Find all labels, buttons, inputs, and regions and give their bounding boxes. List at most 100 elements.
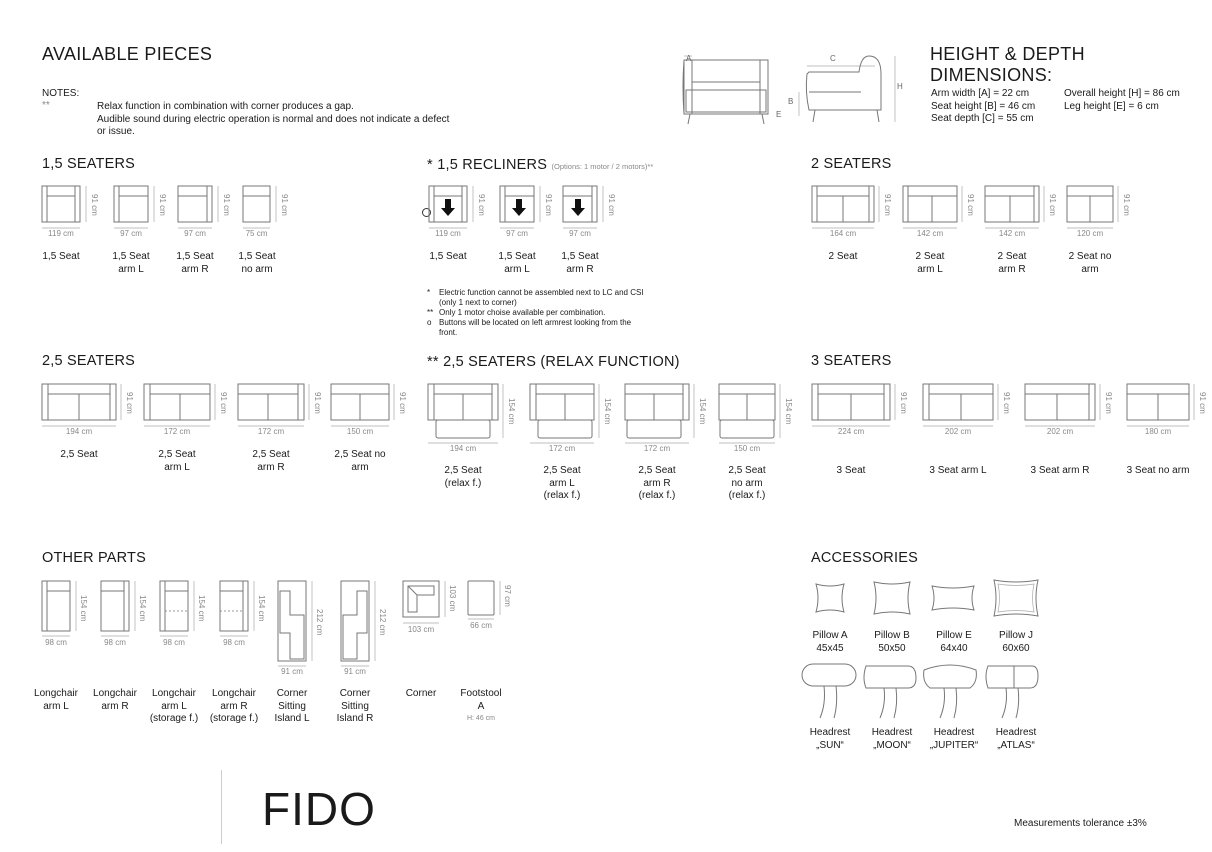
height-dim: 91 cm xyxy=(219,392,228,414)
dim-letter-h: H xyxy=(897,82,903,91)
width-dim: 98 cm xyxy=(223,638,245,647)
width-dim: 172 cm xyxy=(163,427,191,436)
width-dim: 194 cm xyxy=(449,444,477,453)
width-dim: 142 cm xyxy=(916,229,944,238)
headrest-atlas-icon xyxy=(985,665,1039,719)
dim-letter-e: E xyxy=(776,110,782,119)
sofa-drawing xyxy=(340,580,376,667)
sofa-drawing xyxy=(811,185,880,229)
sofa-drawing xyxy=(427,383,504,444)
height-dim: 91 cm xyxy=(158,194,167,216)
options-marker: ** xyxy=(647,162,654,171)
height-dim: 154 cm xyxy=(197,595,206,622)
footnote: front. xyxy=(439,328,458,337)
pillows-drawing xyxy=(815,579,1039,617)
footnote: (only 1 next to corner) xyxy=(439,298,517,307)
headrest-moon-icon xyxy=(863,665,917,719)
dimensions-right: Overall height [H] = 86 cm Leg height [E… xyxy=(1064,88,1180,113)
height-dim: 212 cm xyxy=(315,609,324,636)
sofa-drawing xyxy=(624,383,695,444)
width-dim: 224 cm xyxy=(837,427,865,436)
width-dim: 120 cm xyxy=(1076,229,1104,238)
width-dim: 180 cm xyxy=(1144,427,1172,436)
dimension-line: Overall height [H] = 86 cm xyxy=(1064,88,1180,99)
sofa-drawing xyxy=(100,580,136,637)
height-dim: 91 cm xyxy=(1198,392,1207,414)
pillow-j-icon xyxy=(993,579,1039,617)
height-dim: 91 cm xyxy=(607,194,616,216)
sofa-drawing xyxy=(1066,185,1119,229)
sofa-drawing xyxy=(428,185,474,229)
arrow-down-icon xyxy=(441,199,455,216)
height-dim: 154 cm xyxy=(603,398,612,425)
sofa-drawing xyxy=(811,383,896,427)
sofa-drawing xyxy=(718,383,781,444)
side-view-sketch xyxy=(798,55,896,123)
marker: * xyxy=(427,157,433,173)
notes-label: NOTES: xyxy=(42,88,80,99)
notes-text: Relax function in combination with corne… xyxy=(97,101,449,139)
section-title-3-seaters: 3 SEATERS xyxy=(811,353,892,369)
sofa-drawing xyxy=(177,185,219,229)
sofa-drawing xyxy=(1024,383,1101,427)
headrest-moon-label: Headrest„MOON“ xyxy=(871,727,913,751)
dimension-line: Arm width [A] = 22 cm xyxy=(931,88,1030,99)
height-dim: 154 cm xyxy=(138,595,147,622)
height-dim: 91 cm xyxy=(1122,194,1131,216)
width-dim: 202 cm xyxy=(1046,427,1074,436)
sofa-drawing xyxy=(41,580,77,637)
piece-label: 2,5 Seat xyxy=(60,449,98,460)
sofa-drawing xyxy=(143,383,216,427)
brand-name: FIDO xyxy=(262,783,376,835)
width-dim: 172 cm xyxy=(643,444,671,453)
sofa-drawing xyxy=(1126,383,1195,427)
width-dim: 97 cm xyxy=(569,229,591,238)
width-dim: 91 cm xyxy=(344,667,366,676)
width-dim: 97 cm xyxy=(184,229,206,238)
dim-letter-b: B xyxy=(788,97,794,106)
width-dim: 98 cm xyxy=(45,638,67,647)
height-dim: 91 cm xyxy=(544,194,553,216)
dimensions-title: HEIGHT & DEPTH DIMENSIONS: xyxy=(930,44,1085,85)
height-dim: 91 cm xyxy=(899,392,908,414)
width-dim: 150 cm xyxy=(346,427,374,436)
title-text: 1,5 RECLINERS xyxy=(437,157,548,173)
recliner-footnotes: *Electric function cannot be assembled n… xyxy=(427,288,687,338)
footstool-height: H: 46 cm xyxy=(466,715,495,722)
pillow-b-icon xyxy=(873,581,911,615)
width-dim: 103 cm xyxy=(407,625,435,634)
height-dim: 154 cm xyxy=(507,398,516,425)
sofa-drawing xyxy=(529,383,600,444)
circle-icon xyxy=(422,208,431,217)
arrow-down-icon xyxy=(571,199,585,216)
dim-letter-a: A xyxy=(686,54,692,63)
sofa-drawing xyxy=(41,383,122,427)
sofa-drawing xyxy=(922,383,999,427)
section-title-25-seaters: 2,5 SEATERS xyxy=(42,353,135,369)
height-dim: 154 cm xyxy=(698,398,707,425)
front-view-sketch xyxy=(682,55,769,125)
height-dim: 91 cm xyxy=(313,392,322,414)
height-dim: 154 cm xyxy=(79,595,88,622)
sofa-drawing xyxy=(237,383,310,427)
headrest-jupiter-label: Headrest„JUPITER“ xyxy=(929,727,979,751)
piece-label: 1,5 Seat xyxy=(42,251,80,262)
